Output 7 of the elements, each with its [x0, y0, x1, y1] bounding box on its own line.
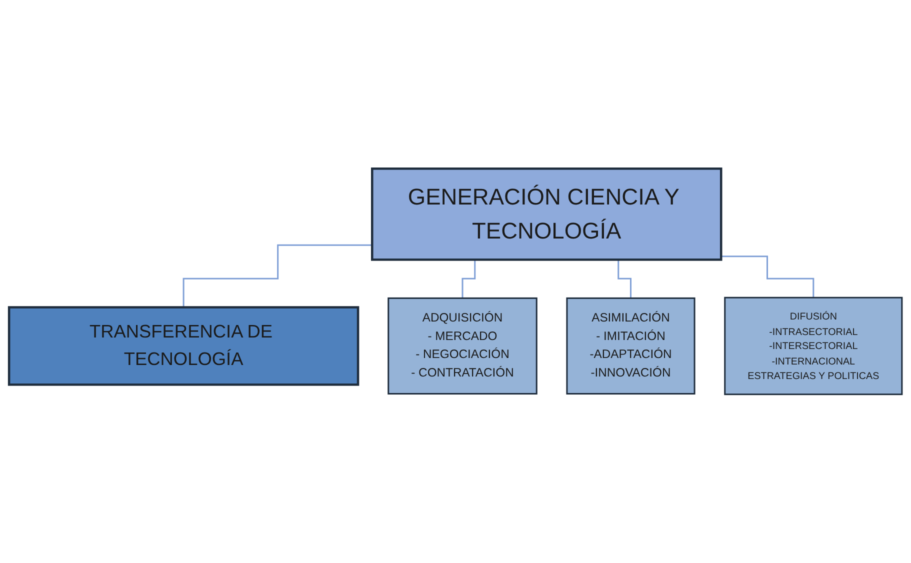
- node-box: DIFUSIÓN -INTRASECTORIAL -INTERSECTORIAL -INTERNACIONAL ESTRATEGIAS Y POLITICAS: [724, 296, 903, 396]
- connector: [721, 256, 814, 298]
- node-box: TRANSFERENCIA DE TECNOLOGÍA: [8, 306, 360, 386]
- node-box: ADQUISICIÓN - MERCADO - NEGOCIACIÓN - CONTRATACIÓN: [388, 297, 538, 395]
- node-box: ASIMILACIÓN - IMITACIÓN -ADAPTACIÓN -INNOVACIÓN: [566, 297, 696, 395]
- connector: [182, 244, 372, 308]
- node-box: GENERACIÓN CIENCIA Y TECNOLOGÍA: [371, 168, 722, 261]
